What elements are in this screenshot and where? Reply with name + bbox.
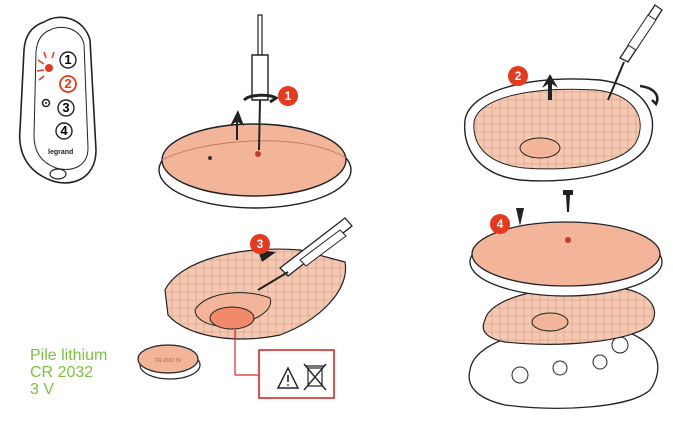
rotate-arrow-icon bbox=[639, 84, 659, 107]
warning-triangle-icon bbox=[276, 366, 300, 389]
battery-coin-text: CR 2032 3V bbox=[154, 358, 182, 364]
remote-button-4-label: 4 bbox=[60, 123, 68, 138]
remote-brand: legrand bbox=[48, 149, 74, 156]
remote-button-1-label: 1 bbox=[64, 52, 72, 67]
gear-icon bbox=[41, 98, 51, 108]
battery-caption-line3: 3 V bbox=[30, 381, 55, 398]
remote-keyring-hole bbox=[49, 168, 67, 180]
battery-caption-line1: Pile lithium bbox=[30, 347, 108, 364]
screw-icon bbox=[563, 190, 573, 212]
step1-assembly bbox=[158, 14, 352, 209]
crossed-out-bin-icon bbox=[303, 363, 327, 391]
screwdriver-icon bbox=[257, 217, 353, 291]
screwdriver-icon bbox=[607, 4, 663, 101]
lift-arrow-icon bbox=[542, 74, 558, 100]
rotate-arrow-icon bbox=[242, 93, 279, 104]
step-badge-4: 4 bbox=[490, 214, 510, 234]
remote-button-2-label: 2 bbox=[64, 76, 72, 91]
led-indicator bbox=[45, 64, 53, 72]
battery-caption-line2: CR 2032 bbox=[30, 364, 94, 381]
step3-assembly bbox=[164, 217, 353, 376]
step-badge-2: 2 bbox=[508, 66, 528, 86]
lift-arrow-icon bbox=[230, 110, 244, 140]
remote-control bbox=[18, 16, 97, 184]
step4-assembly bbox=[468, 190, 663, 409]
press-arrow-icon bbox=[516, 208, 524, 226]
step2-assembly bbox=[464, 4, 663, 182]
battery-caption: Pile lithium CR 2032 3 V bbox=[30, 347, 107, 398]
step-badge-1: 1 bbox=[278, 86, 298, 106]
disposal-warning bbox=[258, 349, 335, 399]
battery-coin: CR 2032 3V bbox=[137, 344, 201, 380]
screwdriver-icon bbox=[251, 14, 269, 151]
remote-buttons bbox=[55, 51, 77, 140]
led-blink-icon bbox=[36, 51, 55, 81]
step-badge-3: 3 bbox=[250, 234, 270, 254]
remote-button-3-label: 3 bbox=[62, 100, 70, 115]
